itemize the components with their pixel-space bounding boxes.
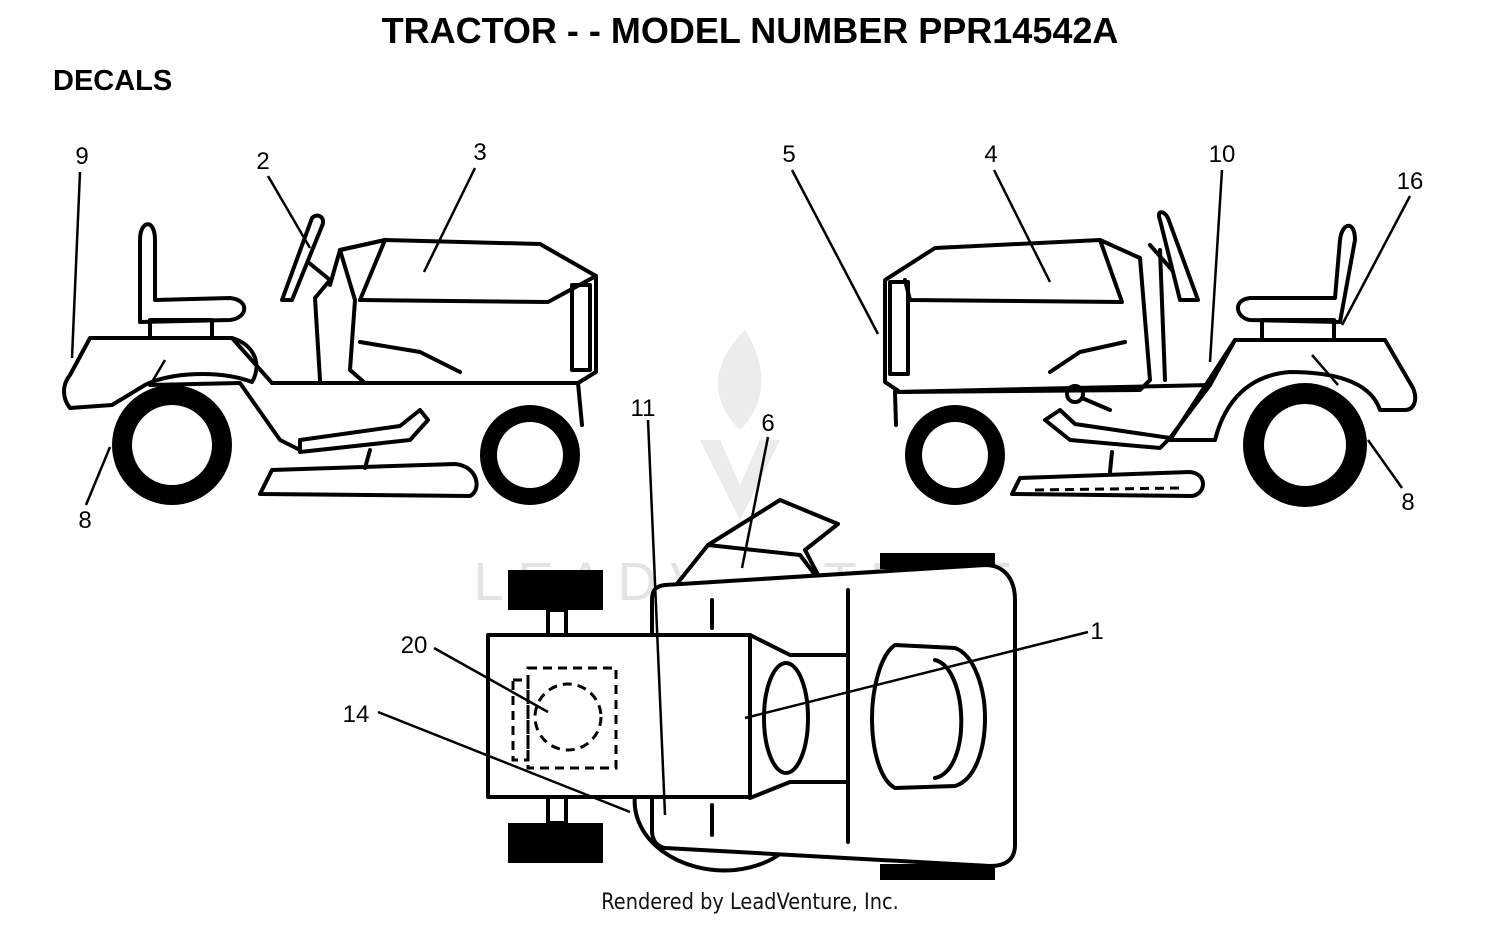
callout-1: 1 xyxy=(1090,618,1103,645)
section-heading: DECALS xyxy=(53,65,173,97)
callout-20: 20 xyxy=(401,632,428,659)
callout-11: 11 xyxy=(631,395,656,422)
callout-10: 10 xyxy=(1209,141,1236,168)
callout-8-left: 8 xyxy=(78,507,91,534)
tractor-top-view xyxy=(486,498,1017,880)
callout-8-right: 8 xyxy=(1401,489,1414,516)
tractor-right-side-view xyxy=(883,210,1418,507)
callout-5: 5 xyxy=(782,141,795,168)
callouts: 9 2 3 8 5 4 10 16 8 11 6 1 20 14 xyxy=(75,139,1423,728)
callout-14: 14 xyxy=(343,701,370,728)
callout-6: 6 xyxy=(761,410,774,437)
page-title: TRACTOR - - MODEL NUMBER PPR14542A xyxy=(381,10,1119,51)
callout-2: 2 xyxy=(256,148,269,175)
footer-credit: Rendered by LeadVenture, Inc. xyxy=(601,890,899,915)
callout-9: 9 xyxy=(75,143,88,170)
leader-lines xyxy=(70,167,1412,816)
tractor-left-side-view xyxy=(62,213,598,505)
callout-16: 16 xyxy=(1397,168,1424,195)
callout-3: 3 xyxy=(473,139,486,166)
callout-4: 4 xyxy=(984,141,997,168)
